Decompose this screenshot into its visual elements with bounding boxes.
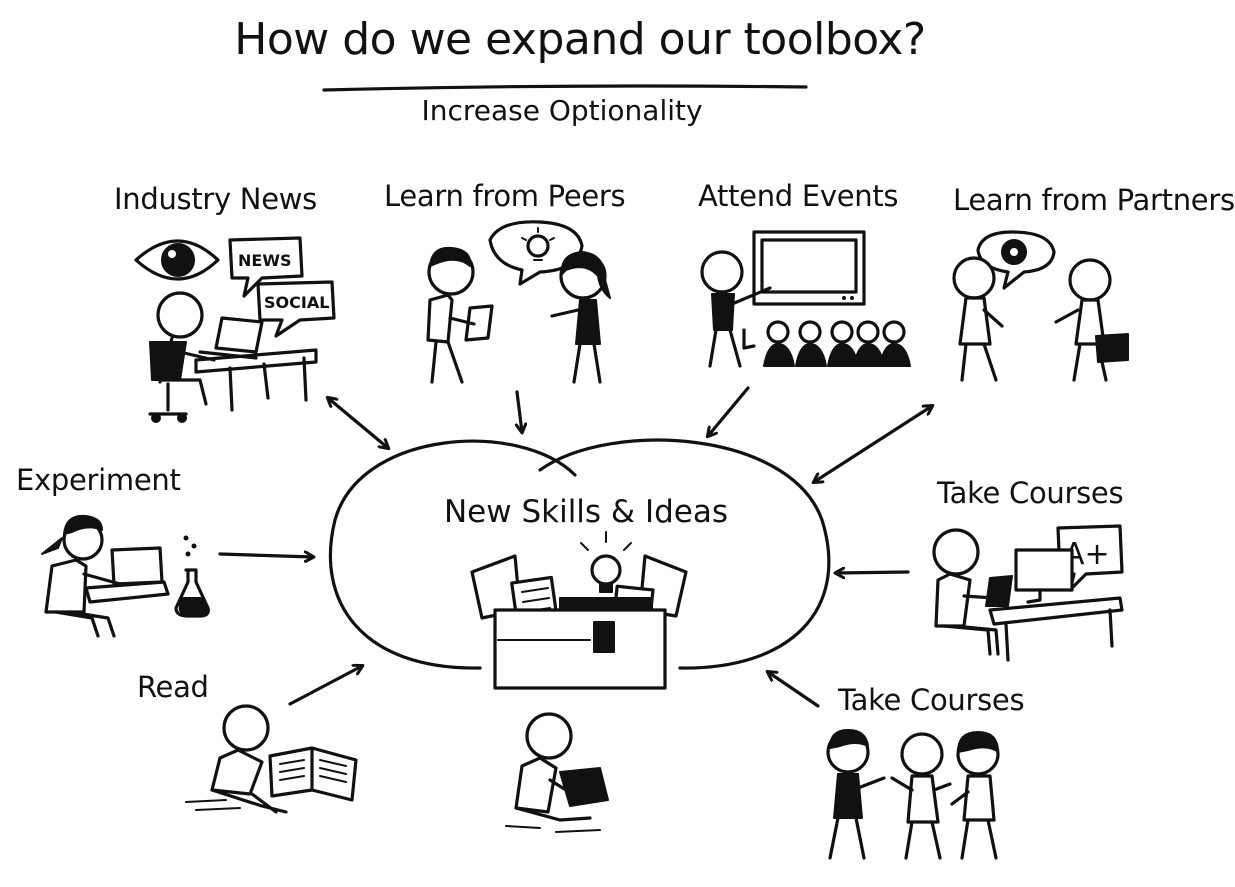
arrow-attend-events xyxy=(708,386,750,436)
diagram-title: How do we expand our toolbox? xyxy=(234,14,926,65)
arrow-read xyxy=(288,666,362,706)
bubble-news: NEWS xyxy=(238,251,292,270)
peers-lightbulb-icon xyxy=(426,220,611,384)
center-cloud xyxy=(328,438,831,670)
eye-laptop-icon: NEWS SOCIAL xyxy=(134,236,336,423)
reading-person-icon xyxy=(505,712,609,833)
label-experiment: Experiment xyxy=(16,463,181,497)
label-attend-events: Attend Events xyxy=(698,179,899,213)
laptop-flask-icon xyxy=(41,514,210,638)
arrow-industry-news xyxy=(328,398,388,448)
arrow-learn-from-peers xyxy=(517,390,522,432)
bubble-social: SOCIAL xyxy=(264,293,329,312)
reading-book-icon xyxy=(185,704,358,814)
arrow-take-courses-1 xyxy=(836,572,910,573)
group-conversation-icon xyxy=(826,729,1000,860)
label-take-courses-2: Take Courses xyxy=(838,683,1025,717)
center-label: New Skills & Ideas xyxy=(443,494,728,530)
diagram-subtitle: Increase Optionality xyxy=(421,94,703,127)
partners-gear-icon xyxy=(952,230,1129,382)
label-take-courses-1: Take Courses xyxy=(937,476,1124,510)
label-industry-news: Industry News xyxy=(114,182,317,216)
title-underline xyxy=(322,84,808,92)
computer-grade-icon: A+ xyxy=(932,524,1124,662)
arrow-learn-from-partners xyxy=(814,406,932,482)
label-learn-from-peers: Learn from Peers xyxy=(384,179,626,213)
label-learn-from-partners: Learn from Partners xyxy=(953,183,1235,217)
arrow-experiment xyxy=(218,554,313,557)
toolbox-icon xyxy=(470,531,688,690)
arrow-take-courses-2 xyxy=(768,672,820,708)
label-read: Read xyxy=(137,670,209,704)
presentation-audience-icon xyxy=(700,230,911,368)
